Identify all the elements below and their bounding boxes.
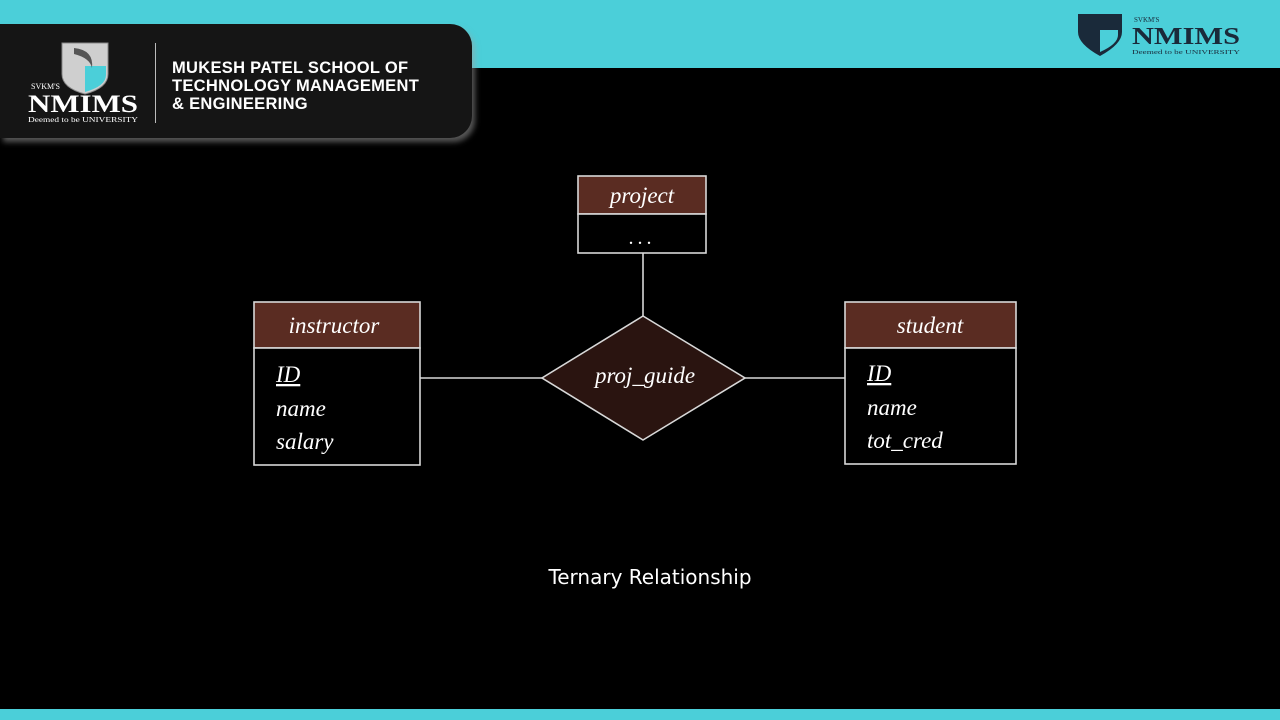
entity-student-title: student	[897, 313, 964, 338]
school-name: MUKESH PATEL SCHOOL OF TECHNOLOGY MANAGE…	[172, 59, 419, 113]
entity-project: project ...	[577, 175, 707, 254]
student-attr-id: ID	[866, 361, 892, 386]
corner-shield-accent-icon	[1100, 30, 1118, 52]
nmims-logo: SVKM'S NMIMS Deemed to be UNIVERSITY	[28, 42, 138, 124]
corner-logo-tagline: Deemed to be UNIVERSITY	[1132, 49, 1240, 56]
school-name-line-3: & ENGINEERING	[172, 95, 308, 113]
instructor-attr-id: ID	[275, 362, 301, 387]
slide-caption: Ternary Relationship	[548, 565, 752, 589]
logo-tagline: Deemed to be UNIVERSITY	[28, 116, 138, 124]
entity-student: student ID name tot_cred	[844, 301, 1017, 465]
student-attr-name: name	[867, 395, 917, 420]
bottom-accent-band	[0, 709, 1280, 720]
logo-name: NMIMS	[28, 91, 138, 118]
school-name-line-2: TECHNOLOGY MANAGEMENT	[172, 77, 420, 95]
corner-logo-prefix: SVKM'S	[1134, 16, 1159, 24]
entity-instructor-title: instructor	[289, 313, 381, 338]
student-attr-tot-cred: tot_cred	[867, 428, 943, 453]
entity-project-attribute: ...	[629, 227, 656, 249]
shield-accent-icon	[85, 66, 106, 92]
school-name-line-1: MUKESH PATEL SCHOOL OF	[172, 59, 409, 77]
entity-project-title: project	[608, 183, 675, 208]
instructor-attr-name: name	[276, 396, 326, 421]
header-divider	[155, 43, 156, 123]
entity-instructor: instructor ID name salary	[253, 301, 421, 466]
instructor-attr-salary: salary	[276, 429, 334, 454]
nmims-logo-corner: SVKM'S NMIMS Deemed to be UNIVERSITY	[1078, 14, 1240, 56]
relationship-label: proj_guide	[593, 363, 695, 388]
logo-prefix: SVKM'S	[31, 82, 60, 91]
shield-mark-icon	[74, 48, 93, 68]
relationship-proj-guide: proj_guide	[540, 315, 747, 441]
corner-logo-name: NMIMS	[1132, 24, 1240, 50]
